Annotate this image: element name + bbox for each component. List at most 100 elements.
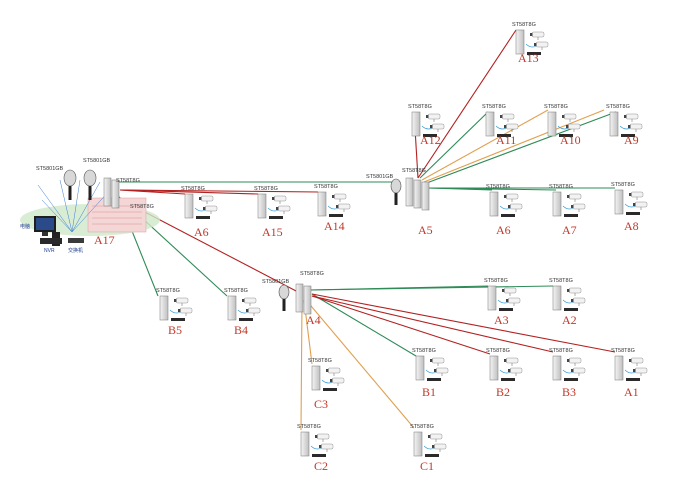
link-a17-a15	[119, 189, 259, 195]
link-a17-a6	[119, 189, 186, 195]
cpe-antenna-icon	[614, 355, 624, 381]
poe-switch-icon	[564, 308, 578, 311]
cpe-antenna-icon	[485, 111, 495, 137]
dish-antenna-icon	[390, 178, 402, 205]
camera-icon	[628, 123, 643, 132]
cpe-antenna-icon	[489, 355, 499, 381]
cpe-antenna-icon	[487, 285, 497, 311]
camera-icon	[426, 113, 441, 122]
station-model-label: ST58T8G	[181, 186, 205, 192]
hub-a5: ST5801GB ST58T8G A5	[366, 168, 433, 237]
station-model-label: ST58T8G	[611, 182, 635, 188]
local-fan-lines	[37, 179, 111, 233]
poe-switch-icon	[312, 454, 326, 457]
poe-switch-icon	[269, 216, 283, 219]
cpe-antenna-icon	[515, 29, 525, 55]
camera-icon	[430, 123, 445, 132]
cpe-antenna-icon	[317, 191, 327, 217]
camera-icon	[319, 443, 334, 452]
station-model-label: ST58T8G	[606, 104, 630, 110]
camera-icon	[633, 201, 648, 210]
link-a5-a12-green	[419, 111, 489, 179]
station-model-label: ST58T8G	[512, 22, 536, 28]
camera-icon	[336, 203, 351, 212]
link-a4-a1	[311, 293, 616, 353]
poe-switch-icon	[427, 378, 441, 381]
camera-icon	[504, 123, 519, 132]
camera-icon	[508, 367, 523, 376]
station-model-label: ST58T8G	[549, 348, 573, 354]
station-label: C3	[314, 397, 328, 411]
camera-icon	[432, 443, 447, 452]
link-a5-a10	[423, 109, 605, 183]
poe-switch-icon	[626, 378, 640, 381]
cpe-antenna-icon	[411, 111, 421, 137]
station-model-label: ST58T8G	[549, 278, 573, 284]
camera-icon	[242, 297, 257, 306]
camera-icon	[330, 377, 345, 386]
station-label: A6	[194, 225, 209, 239]
poe-switch-icon	[564, 378, 578, 381]
hub-a17: ST5801GB ST5801GB ST58T8G ST58T8G A17	[36, 158, 154, 247]
link-a4-c2	[300, 299, 303, 431]
station-label: A11	[496, 133, 516, 147]
station-model-label: ST58T8G	[549, 184, 573, 190]
link-a4-b2	[311, 295, 491, 355]
station-label: A12	[420, 133, 441, 147]
hub-layer: ST5801GB ST5801GB ST58T8G ST58T8G A17 ST…	[36, 158, 433, 327]
nvr-icon	[40, 238, 62, 244]
dish-antenna-icon	[63, 169, 77, 200]
camera-icon	[567, 357, 582, 366]
station-label: B4	[234, 323, 248, 337]
camera-icon	[566, 123, 581, 132]
camera-icon	[428, 433, 443, 442]
station-label: B5	[168, 323, 182, 337]
link-a4-c1	[305, 299, 415, 429]
poe-switch-icon	[559, 134, 573, 137]
poe-switch-icon	[239, 318, 253, 321]
camera-icon	[174, 297, 189, 306]
station-label: A2	[562, 313, 577, 327]
cpe-antenna-icon	[413, 431, 423, 457]
camera-icon	[571, 203, 586, 212]
poe-switch-icon	[323, 388, 337, 391]
poe-switch-icon	[626, 212, 640, 215]
cpe-antenna-icon	[159, 295, 169, 321]
station-c3: ST58T8G C3	[308, 358, 345, 411]
hub-a4: ST5801GB ST58T8G A4	[262, 271, 324, 327]
hub-a17-model-c: ST58T8G	[116, 178, 140, 184]
camera-icon	[504, 357, 519, 366]
nvr-label: NVR	[44, 248, 55, 254]
hub-a17-label: A17	[94, 233, 115, 247]
link-a5-a13	[417, 29, 517, 179]
station-model-label: ST58T8G	[486, 348, 510, 354]
camera-icon	[504, 193, 519, 202]
camera-icon	[567, 287, 582, 296]
panel-antenna-icon	[295, 283, 312, 315]
camera-icon	[571, 297, 586, 306]
station-model-label: ST58T8G	[314, 184, 338, 190]
link-a17-a14	[119, 189, 319, 193]
station-label: A9	[624, 133, 639, 147]
station-label: C1	[420, 459, 434, 473]
poe-switch-icon	[501, 378, 515, 381]
station-a9: ST58T8G A9	[606, 104, 643, 147]
camera-icon	[199, 195, 214, 204]
switch-label: 交换机	[68, 247, 83, 254]
cpe-antenna-icon	[614, 189, 624, 215]
station-model-label: ST58T8G	[254, 186, 278, 192]
station-model-label: ST58T8G	[308, 358, 332, 364]
cpe-antenna-icon	[489, 191, 499, 217]
station-model-label: ST58T8G	[412, 348, 436, 354]
cpe-antenna-icon	[415, 355, 425, 381]
